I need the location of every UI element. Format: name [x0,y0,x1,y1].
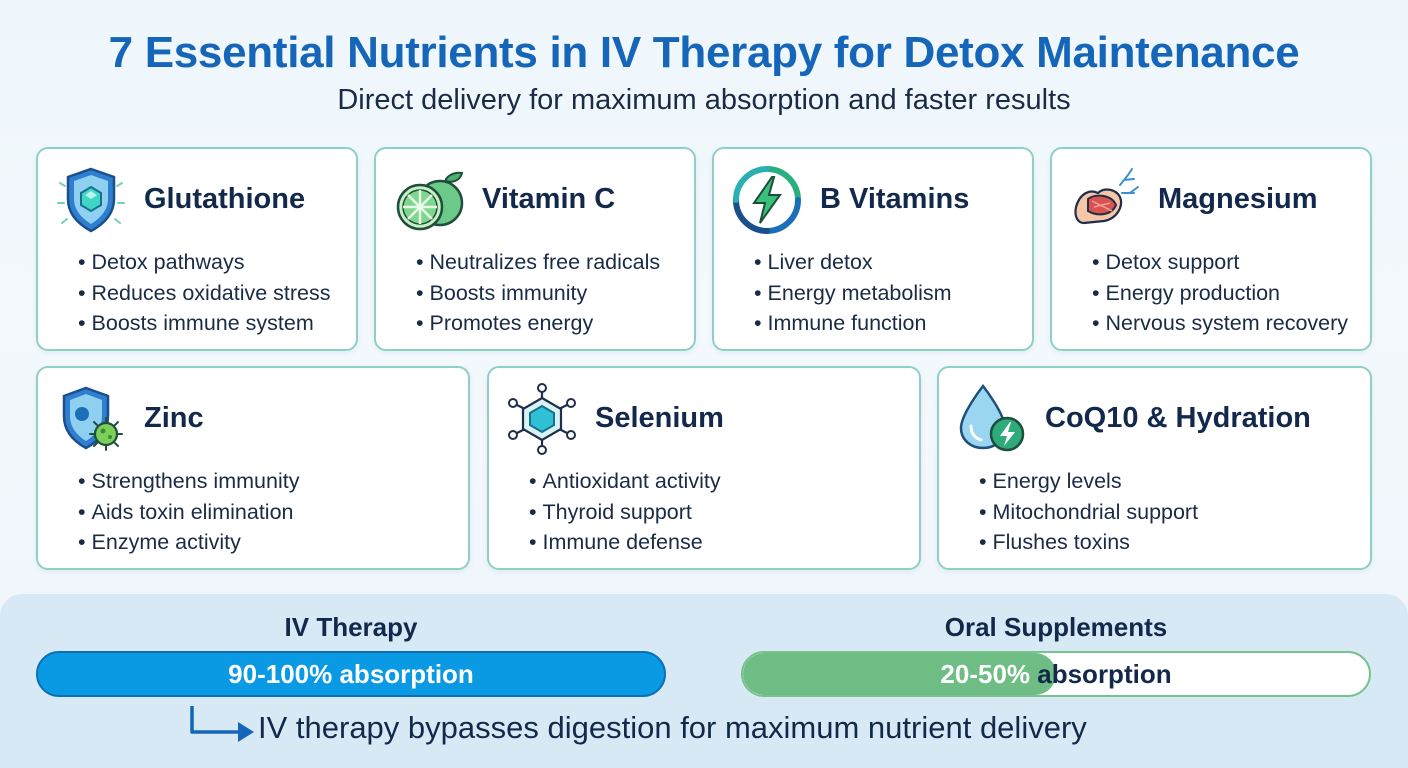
list-item: Liver detox [754,247,952,278]
nutrient-card-b-vitamins: B Vitamins Liver detox Energy metabolism… [712,147,1034,351]
muscle-nerve-icon [1068,163,1142,237]
list-item: Enzyme activity [78,527,299,558]
list-item: Detox pathways [78,247,331,278]
benefit-list: Neutralizes free radicals Boosts immunit… [416,247,661,339]
arrow-icon [186,704,256,746]
list-item: Aids toxin elimination [78,497,299,528]
list-item: Immune function [754,308,952,339]
iv-therapy-label: IV Therapy [284,612,418,642]
absorption-note: IV therapy bypasses digestion for maximu… [258,710,1087,745]
nutrient-name: Glutathione [144,183,306,215]
molecule-icon [505,382,579,456]
benefit-list: Liver detox Energy metabolism Immune fun… [754,247,952,339]
nutrient-card-magnesium: Magnesium Detox support Energy productio… [1050,147,1372,351]
oral-absorption-suffix: absorption [1030,658,1172,689]
list-item: Reduces oxidative stress [78,278,331,309]
list-item: Promotes energy [416,308,660,339]
list-item: Neutralizes free radicals [416,247,661,278]
nutrient-card-vitamin-c: Vitamin C Neutralizes free radicals Boos… [374,147,696,351]
nutrient-name: CoQ10 & Hydration [1045,402,1311,434]
oral-absorption-text: 20-50% absorption [743,653,1369,695]
benefit-list: Energy levels Mitochondrial support Flus… [979,466,1199,558]
nutrient-name: Magnesium [1158,183,1318,215]
shield-icon [54,163,128,237]
list-item: Detox support [1092,247,1348,278]
lightning-icon [730,163,804,237]
list-item: Nervous system recovery [1092,308,1349,339]
oral-absorption-fill [743,653,1056,695]
iv-absorption-bar: 90-100% absorption [36,651,666,697]
nutrient-name: Vitamin C [482,183,616,215]
nutrient-card-coq10-hydration: CoQ10 & Hydration Energy levels Mitochon… [937,366,1372,570]
iv-absorption-suffix: absorption [332,658,474,689]
citrus-icon [392,163,466,237]
list-item: Immune defense [529,527,721,558]
list-item: Thyroid support [529,497,721,528]
list-item: Energy levels [979,466,1198,497]
iv-absorption-text: 90-100% absorption [38,653,664,695]
oral-absorption-bar: 20-50% absorption [741,651,1371,697]
oral-supplements-label: Oral Supplements [944,612,1168,642]
oral-absorption-percent: 20-50% [940,658,1031,689]
nutrient-name: B Vitamins [820,183,970,215]
nutrient-card-glutathione: Glutathione Detox pathways Reduces oxida… [36,147,358,351]
list-item: Mitochondrial support [979,497,1199,528]
nutrient-name: Zinc [144,402,204,434]
benefit-list: Strengthens immunity Aids toxin eliminat… [78,466,300,558]
droplet-energy-icon [955,382,1029,456]
benefit-list: Detox support Energy production Nervous … [1092,247,1349,339]
benefit-list: Detox pathways Reduces oxidative stress … [78,247,331,339]
nutrient-card-zinc: Zinc Strengthens immunity Aids toxin eli… [36,366,470,570]
list-item: Energy metabolism [754,278,952,309]
list-item: Energy production [1092,278,1348,309]
page-title: 7 Essential Nutrients in IV Therapy for … [108,28,1300,77]
list-item: Boosts immunity [416,278,660,309]
nutrient-card-selenium: Selenium Antioxidant activity Thyroid su… [487,366,921,570]
list-item: Flushes toxins [979,527,1198,558]
page-subtitle: Direct delivery for maximum absorption a… [337,84,1071,116]
list-item: Strengthens immunity [78,466,300,497]
benefit-list: Antioxidant activity Thyroid support Imm… [529,466,721,558]
iv-absorption-percent: 90-100% [228,658,333,689]
nutrient-name: Selenium [595,402,724,434]
list-item: Boosts immune system [78,308,331,339]
list-item: Antioxidant activity [529,466,721,497]
shield-virus-icon [54,382,128,456]
